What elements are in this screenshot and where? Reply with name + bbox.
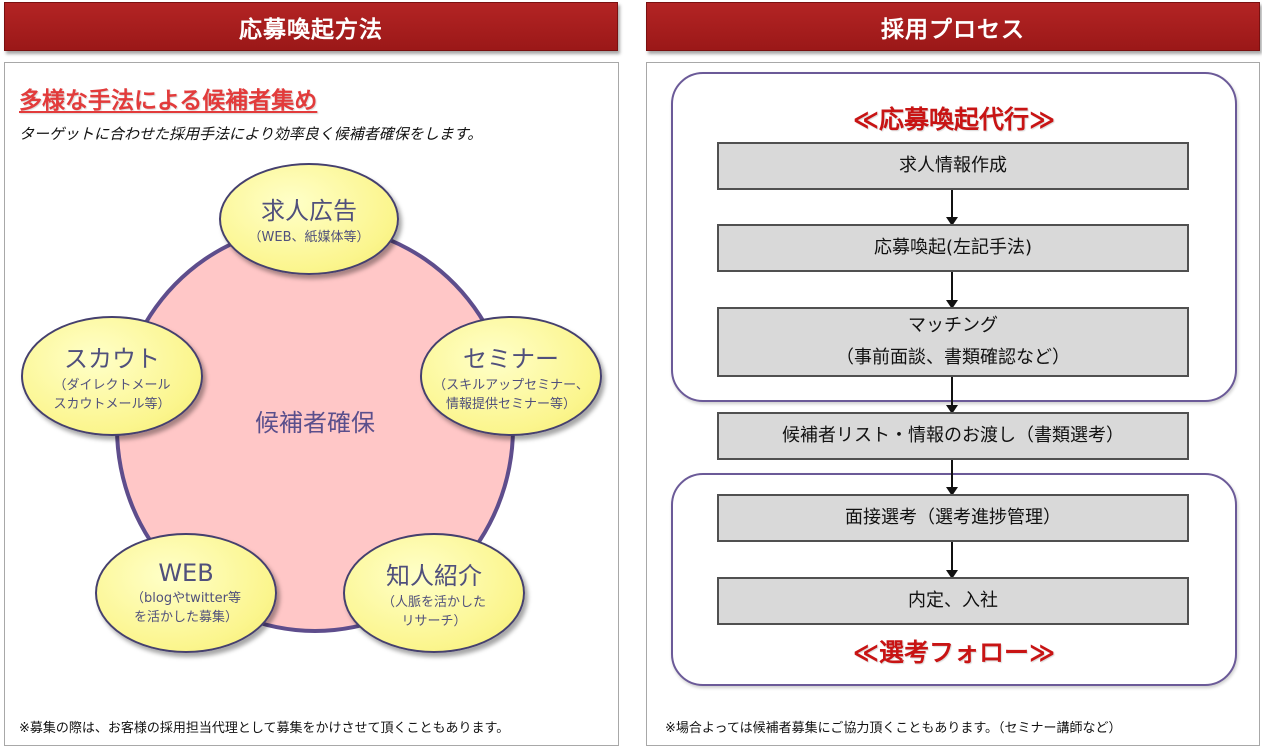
methods-subtext: ターゲットに合わせた採用手法により効率良く候補者確保をします。 <box>19 125 483 143</box>
method-title: 知人紹介 <box>386 561 482 590</box>
left-header: 応募喚起方法 <box>4 2 618 51</box>
arrow-down <box>946 377 958 414</box>
methods-heading: 多様な手法による候補者集め <box>19 88 318 114</box>
process-step: 内定、入社 <box>717 577 1189 625</box>
step-label: 面接選考（選考進捗管理） <box>845 507 1061 528</box>
step-label: マッチング <box>908 315 998 336</box>
center-label: 候補者確保 <box>255 409 375 437</box>
process-step: 求人情報作成 <box>717 142 1189 190</box>
right-header-title: 採用プロセス <box>881 16 1025 43</box>
method-title: セミナー <box>463 344 559 373</box>
step-label: 候補者リスト・情報のお渡し（書類選考） <box>782 425 1124 446</box>
right-header: 採用プロセス <box>646 2 1260 51</box>
left-header-title: 応募喚起方法 <box>239 16 383 43</box>
group-title-application: ≪応募喚起代行≫ <box>852 105 1056 134</box>
step-label: 応募喚起(左記手法) <box>873 237 1033 258</box>
method-sub: （WEB、紙媒体等） <box>248 230 370 245</box>
method-title: 求人広告 <box>261 197 357 225</box>
method-title: スカウト <box>64 344 160 373</box>
method-oval-seminar: セミナー （スキルアップセミナー、 情報提供セミナー等） <box>420 316 602 436</box>
method-oval-job-ads: 求人広告 （WEB、紙媒体等） <box>219 163 399 275</box>
arrow-down <box>946 542 958 579</box>
method-sub: （blogやtwitter等 <box>131 591 241 606</box>
process-step: 候補者リスト・情報のお渡し（書類選考） <box>717 412 1189 460</box>
method-sub: を活かした募集） <box>133 610 238 625</box>
method-sub: （ダイレクトメール <box>53 377 171 393</box>
method-sub: （人脈を活かした <box>381 594 486 610</box>
step-label: （事前面談、書類確認など） <box>836 347 1070 368</box>
method-oval-web: WEB （blogやtwitter等 を活かした募集） <box>95 533 277 653</box>
step-label: 内定、入社 <box>908 590 998 611</box>
method-oval-scout: スカウト （ダイレクトメール スカウトメール等） <box>21 316 203 436</box>
method-sub: （スキルアップセミナー、 <box>433 377 589 393</box>
method-oval-referral: 知人紹介 （人脈を活かした リサーチ） <box>343 533 525 653</box>
arrow-down <box>946 460 958 496</box>
group-title-followup: ≪選考フォロー≫ <box>852 638 1056 667</box>
method-sub: 情報提供セミナー等） <box>445 396 576 412</box>
process-step: 面接選考（選考進捗管理） <box>717 494 1189 542</box>
hiring-process-panel: ≪応募喚起代行≫ ≪選考フォロー≫ 求人情報作成 応募喚起(左記手法) マッチン… <box>646 62 1260 746</box>
right-footnote: ※場合よっては候補者募集にご協力頂くこともあります。（セミナー講師など） <box>665 721 1122 736</box>
method-sub: スカウトメール等） <box>53 396 171 412</box>
method-title: WEB <box>158 559 214 587</box>
process-step: 応募喚起(左記手法) <box>717 224 1189 272</box>
step-label: 求人情報作成 <box>899 155 1007 176</box>
arrow-down <box>946 190 958 226</box>
recruitment-methods-panel: 多様な手法による候補者集め ターゲットに合わせた採用手法により効率良く候補者確保… <box>4 62 619 746</box>
process-step: マッチング （事前面談、書類確認など） <box>717 307 1189 377</box>
arrow-down <box>946 272 958 309</box>
method-sub: リサーチ） <box>401 613 467 629</box>
left-footnote: ※募集の際は、お客様の採用担当代理として募集をかけさせて頂くこともあります。 <box>19 721 510 736</box>
